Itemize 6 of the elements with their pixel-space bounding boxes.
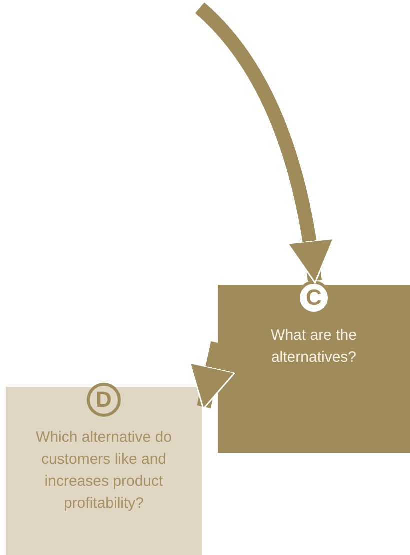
question-text: Which alternative do customers like and increases product profitability? — [35, 428, 173, 514]
curved-arrow — [195, 2, 334, 284]
curved-arrow — [189, 342, 236, 410]
step-letter-badge: D — [87, 383, 121, 417]
step-letter-badge: C — [297, 281, 331, 315]
question-text: What are the alternatives? — [270, 326, 358, 368]
